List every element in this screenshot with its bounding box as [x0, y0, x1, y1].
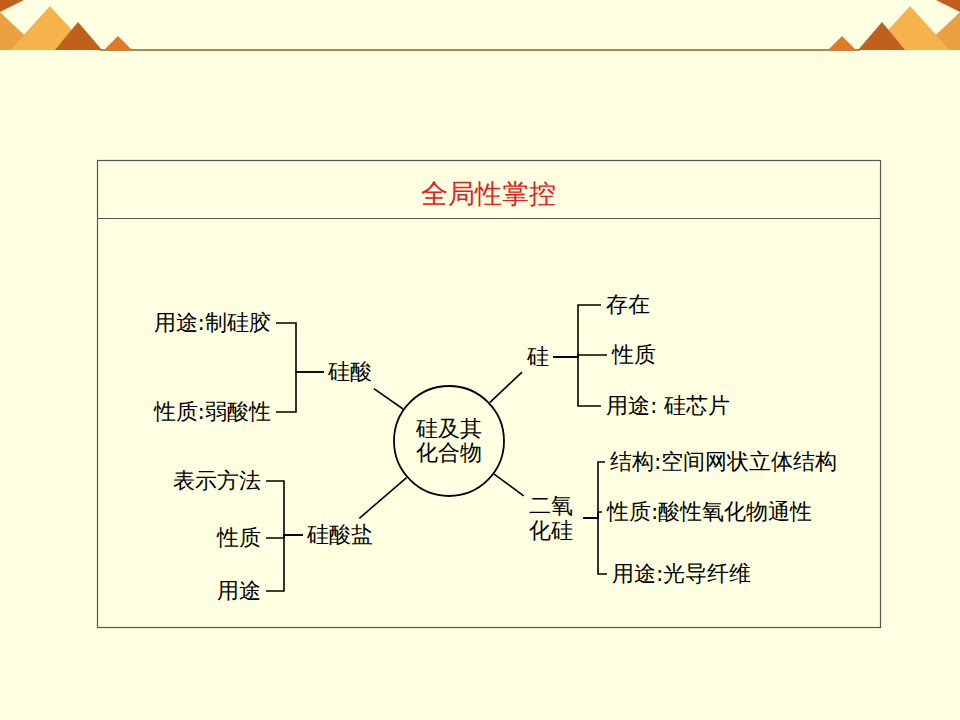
- leaf-item: 性质:酸性氧化物通性: [605, 498, 814, 525]
- node-text: 硅酸: [326, 358, 374, 385]
- connector-line: [583, 462, 605, 518]
- panel-title: 全局性掌控: [97, 176, 880, 212]
- node-text: 性质:弱酸性: [152, 398, 273, 425]
- leaf-item: 用途: 硅芯片: [604, 392, 732, 419]
- node-text: 性质:酸性氧化物通性: [605, 498, 814, 525]
- connector-line: [494, 474, 524, 496]
- panel-header-rule: [97, 218, 880, 219]
- panel-frame: [98, 161, 881, 628]
- hub-circle: 硅及其 化合物: [393, 385, 505, 497]
- connector-line: [276, 323, 324, 372]
- node-text: 硅: [525, 343, 551, 370]
- node-text: 存在: [604, 291, 652, 318]
- node-text: 表示方法: [171, 467, 263, 494]
- branch-label: 硅酸: [326, 358, 374, 385]
- leaf-item: 存在: [604, 291, 652, 318]
- connector-line: [583, 512, 602, 518]
- leaf-item: 性质:弱酸性: [152, 398, 273, 425]
- connector-line: [553, 357, 601, 406]
- leaf-item: 表示方法: [171, 467, 263, 494]
- leaf-item: 性质: [610, 341, 658, 368]
- node-text: 性质: [610, 341, 658, 368]
- node-text: 用途: [215, 577, 263, 604]
- hub-text: 硅及其 化合物: [411, 416, 488, 466]
- connector-line: [359, 478, 406, 519]
- node-text: 用途: 硅芯片: [604, 392, 732, 419]
- node-text: 用途:制硅胶: [152, 309, 273, 336]
- corner-ornament-right: [828, 0, 960, 50]
- connector-line: [553, 305, 601, 357]
- leaf-item: 用途:光导纤维: [610, 560, 753, 587]
- leaf-item: 性质: [215, 524, 263, 551]
- node-text: 硅酸盐: [305, 521, 375, 548]
- node-text: 用途:光导纤维: [610, 560, 753, 587]
- leaf-item: 用途:制硅胶: [152, 309, 273, 336]
- node-text: 二氧 化硅: [527, 492, 582, 545]
- connector-line: [583, 518, 607, 574]
- connector-line: [490, 372, 522, 402]
- branch-label: 二氧 化硅: [527, 492, 582, 545]
- leaf-item: 结构:空间网状立体结构: [608, 448, 839, 475]
- leaf-item: 用途: [215, 577, 263, 604]
- node-text: 性质: [215, 524, 263, 551]
- connector-line: [374, 389, 403, 409]
- node-text: 结构:空间网状立体结构: [608, 448, 839, 475]
- corner-ornament-left: [0, 0, 132, 50]
- top-rule: [100, 49, 860, 51]
- connector-line: [266, 481, 303, 535]
- connector-line: [276, 372, 324, 412]
- connector-line: [266, 535, 303, 591]
- branch-label: 硅酸盐: [305, 521, 375, 548]
- branch-label: 硅: [525, 343, 551, 370]
